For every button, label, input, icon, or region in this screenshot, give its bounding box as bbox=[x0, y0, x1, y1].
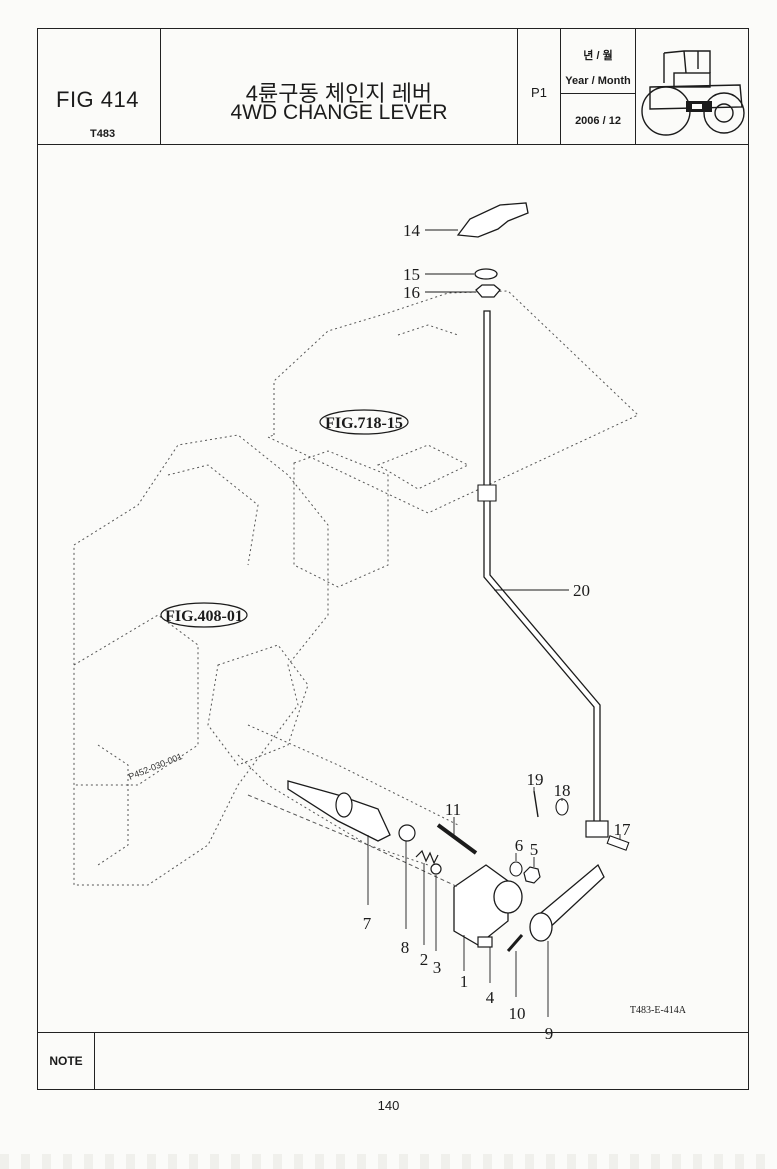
figref-718-15: FIG.718-15 bbox=[319, 409, 409, 435]
split-pin-part bbox=[533, 790, 539, 818]
title-korean: 4륜구동 체인지 레버 bbox=[245, 81, 433, 106]
exploded-view-diagram: FIG.718-15 FIG.408-01 P452-030-001 bbox=[73, 202, 687, 1043]
callout-9: 9 bbox=[545, 1024, 554, 1043]
scan-artifact-strip bbox=[0, 1154, 777, 1169]
tractor-cell bbox=[636, 29, 750, 144]
housing-718-outline bbox=[266, 290, 639, 588]
date-label-korean: 년 / 월 bbox=[583, 50, 613, 62]
date-cell: 년 / 월 Year / Month 2006 / 12 bbox=[561, 29, 636, 144]
leader-lines bbox=[367, 229, 621, 1017]
callout-18: 18 bbox=[554, 781, 571, 800]
nut-5-part bbox=[523, 866, 541, 884]
washer-part bbox=[474, 268, 498, 280]
callout-4: 4 bbox=[486, 988, 495, 1007]
callout-16: 16 bbox=[403, 283, 420, 302]
callout-5: 5 bbox=[530, 840, 539, 859]
figref-408-01: FIG.408-01 bbox=[160, 602, 248, 628]
date-value: 2006 / 12 bbox=[575, 115, 621, 127]
spring-part bbox=[415, 849, 439, 865]
drawing-code: T483-E-414A bbox=[630, 1005, 687, 1016]
clevis-pin-part bbox=[606, 835, 630, 851]
rod-grommet bbox=[477, 484, 497, 502]
callout-19: 19 bbox=[527, 770, 544, 789]
callout-1: 1 bbox=[460, 972, 469, 991]
page-number: 140 bbox=[377, 1098, 400, 1113]
callout-labels: 14 15 16 20 19 18 17 11 6 5 7 8 2 3 1 4 … bbox=[363, 221, 631, 1043]
title-block: FIG 414 T483 4륜구동 체인지 레버 4WD CHANGE LEVE… bbox=[38, 29, 748, 145]
fig-cell: FIG 414 T483 bbox=[38, 29, 161, 144]
page-code: P1 bbox=[531, 85, 547, 100]
callout-8: 8 bbox=[401, 938, 410, 957]
note-box: NOTE bbox=[38, 1032, 748, 1089]
callout-14: 14 bbox=[403, 221, 421, 240]
part-stamp: P452-030-001 bbox=[127, 751, 184, 782]
date-divider bbox=[561, 93, 635, 94]
bolt-part bbox=[477, 936, 493, 948]
callout-6: 6 bbox=[515, 836, 524, 855]
fig-number: FIG 414 bbox=[56, 87, 139, 112]
note-label: NOTE bbox=[38, 1033, 95, 1089]
callout-20: 20 bbox=[573, 581, 590, 600]
page-code-cell: P1 bbox=[518, 29, 561, 144]
oring-part bbox=[398, 824, 416, 842]
rod-clevis bbox=[585, 820, 609, 838]
title-english: 4WD CHANGE LEVER bbox=[230, 101, 448, 124]
knob-part bbox=[456, 202, 529, 238]
washer-6-part bbox=[509, 861, 523, 877]
callout-7: 7 bbox=[363, 914, 372, 933]
date-label-english: Year / Month bbox=[565, 75, 631, 87]
callout-3: 3 bbox=[433, 958, 442, 977]
ball-part bbox=[430, 863, 442, 875]
callout-17: 17 bbox=[614, 820, 632, 839]
lever-rod-part bbox=[483, 310, 601, 826]
stud-part bbox=[436, 823, 478, 855]
callout-11: 11 bbox=[445, 800, 461, 819]
tractor-icon bbox=[641, 50, 745, 136]
nut-part bbox=[475, 284, 501, 298]
bracket-part bbox=[453, 864, 509, 946]
figref-408-01-text: FIG.408-01 bbox=[165, 608, 243, 625]
transmission-408-outline bbox=[73, 434, 459, 886]
small-washer-part bbox=[555, 798, 569, 816]
roll-pin-part bbox=[506, 934, 524, 952]
parts-sheet: FIG 414 T483 4륜구동 체인지 레버 4WD CHANGE LEVE… bbox=[37, 28, 749, 1090]
model-code: T483 bbox=[90, 128, 116, 140]
callout-2: 2 bbox=[420, 950, 429, 969]
figref-718-15-text: FIG.718-15 bbox=[325, 415, 403, 432]
title-cell: 4륜구동 체인지 레버 4WD CHANGE LEVER bbox=[161, 29, 518, 144]
callout-15: 15 bbox=[403, 265, 420, 284]
callout-10: 10 bbox=[509, 1004, 526, 1023]
